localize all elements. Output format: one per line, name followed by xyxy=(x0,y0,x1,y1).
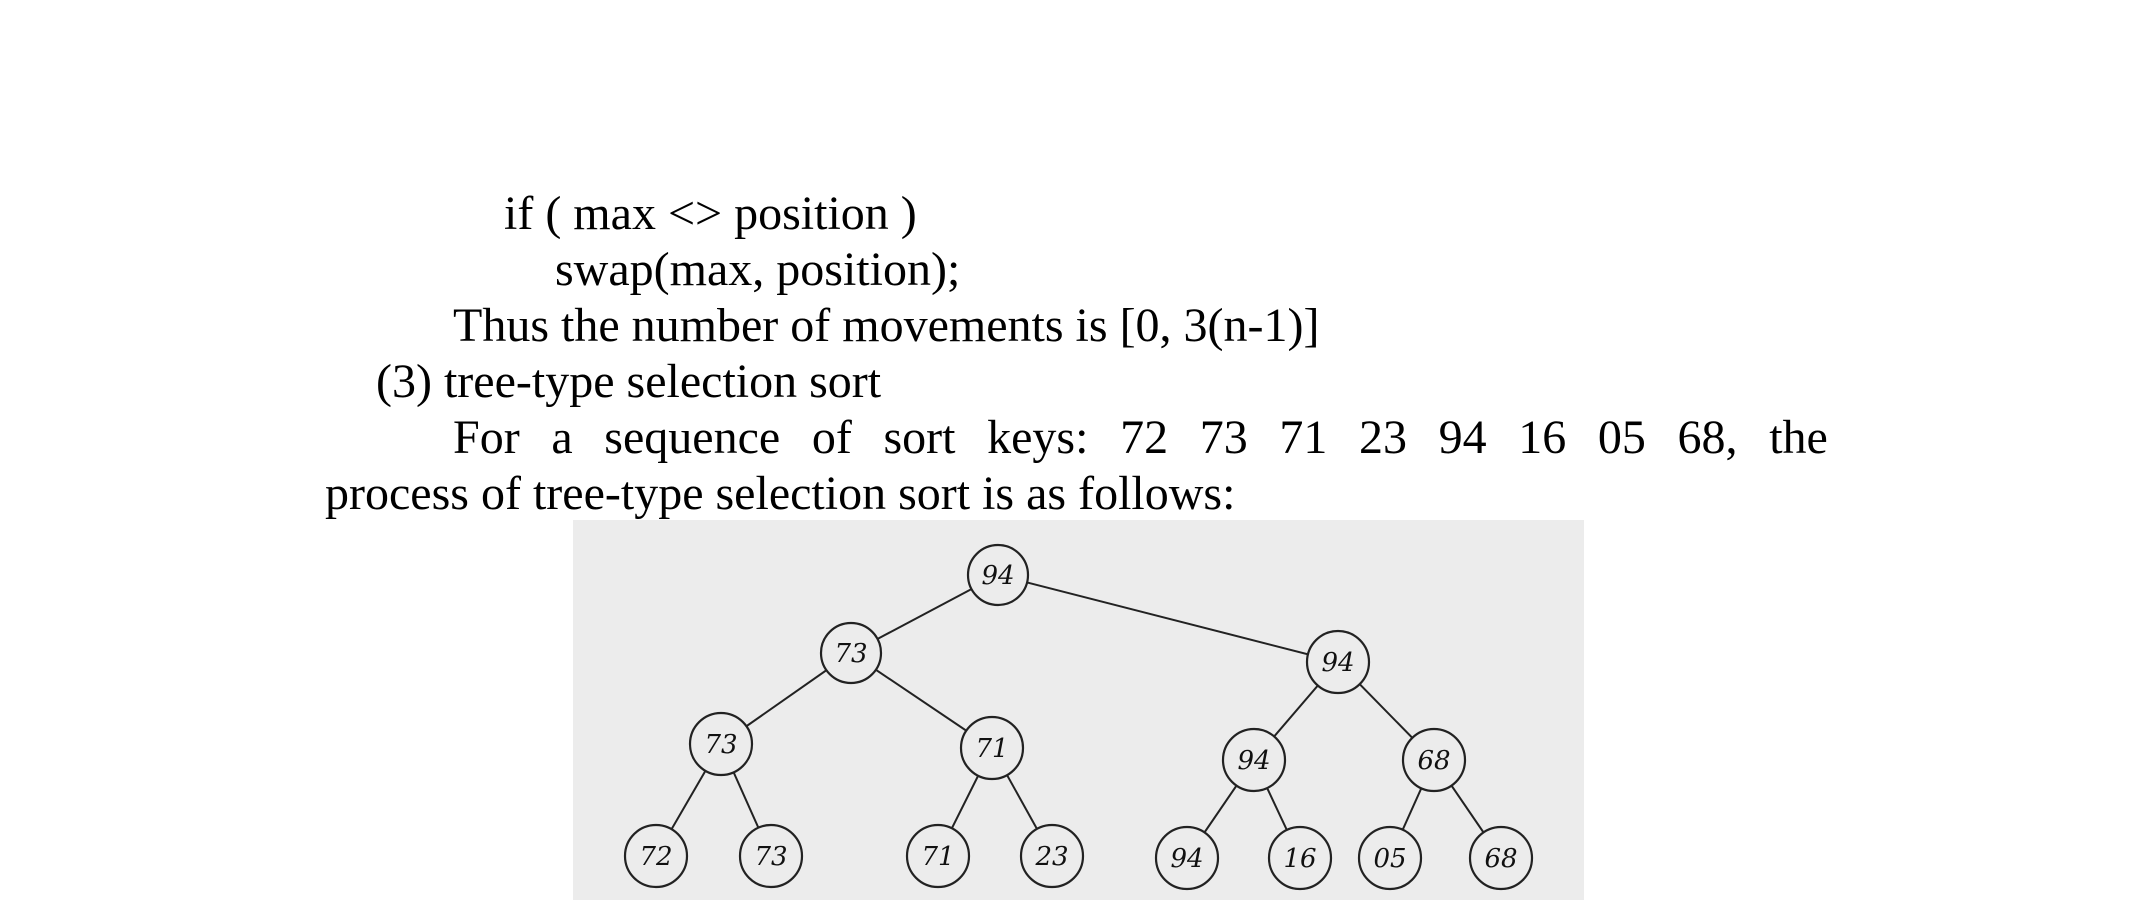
tree-leaf: 68 xyxy=(1468,825,1534,891)
node-label: 23 xyxy=(1034,842,1068,872)
tree-node: 68 xyxy=(1401,727,1467,793)
sort-keys-line: For a sequence of sort keys: 72 73 71 23… xyxy=(453,410,1828,466)
node-label: 68 xyxy=(1484,844,1517,874)
section-heading: (3) tree-type selection sort xyxy=(376,355,882,408)
word: keys: xyxy=(987,411,1089,464)
node-label: 71 xyxy=(975,734,1008,764)
word: of xyxy=(811,411,852,464)
tree-node: 71 xyxy=(959,715,1025,781)
code-if-line: if ( max <> position ) xyxy=(504,187,917,240)
tree-node: 73 xyxy=(688,711,754,777)
word: 94 xyxy=(1438,411,1487,464)
tree-leaf: 16 xyxy=(1267,825,1333,891)
word: 72 xyxy=(1120,411,1169,464)
tournament-tree-diagram: 94 73 94 73 71 94 68 xyxy=(623,543,1534,891)
node-label: 73 xyxy=(754,842,787,872)
process-sentence: process of tree-type selection sort is a… xyxy=(325,467,1236,520)
node-label: 94 xyxy=(1321,648,1354,678)
node-label: 73 xyxy=(834,639,867,669)
node-label: 72 xyxy=(639,842,672,872)
node-label: 94 xyxy=(1237,746,1270,776)
node-label: 16 xyxy=(1283,844,1316,874)
word: 05 xyxy=(1597,411,1646,464)
node-label: 71 xyxy=(921,842,954,872)
node-label: 68 xyxy=(1417,746,1450,776)
tree-leaf: 73 xyxy=(738,823,804,889)
word: 71 xyxy=(1279,411,1328,464)
word: 16 xyxy=(1518,411,1567,464)
word: For xyxy=(453,411,520,464)
tree-leaf: 23 xyxy=(1019,823,1085,889)
tournament-tree-figure: 94 73 94 73 71 94 68 xyxy=(573,520,1584,900)
word: sequence xyxy=(604,411,781,464)
word: 68, xyxy=(1677,411,1738,464)
tree-leaf: 94 xyxy=(1154,825,1220,891)
tree-node: 94 xyxy=(1221,727,1287,793)
word: 23 xyxy=(1358,411,1407,464)
tree-node-root: 94 xyxy=(966,543,1030,607)
node-label: 05 xyxy=(1373,844,1406,874)
node-label: 94 xyxy=(981,561,1014,591)
node-label: 73 xyxy=(704,730,737,760)
tree-leaf: 71 xyxy=(905,823,971,889)
node-label: 94 xyxy=(1170,844,1203,874)
word: a xyxy=(551,411,573,464)
tree-leaf: 72 xyxy=(623,823,689,889)
tree-node: 94 xyxy=(1305,629,1371,695)
tree-edges xyxy=(655,574,1502,859)
tree-leaf: 05 xyxy=(1357,825,1423,891)
movements-sentence: Thus the number of movements is [0, 3(n-… xyxy=(453,299,1320,352)
code-swap-line: swap(max, position); xyxy=(555,243,961,296)
word: 73 xyxy=(1199,411,1248,464)
tree-edge xyxy=(997,574,1339,663)
word: sort xyxy=(883,411,956,464)
word: the xyxy=(1769,411,1828,464)
tree-node: 73 xyxy=(819,621,883,685)
